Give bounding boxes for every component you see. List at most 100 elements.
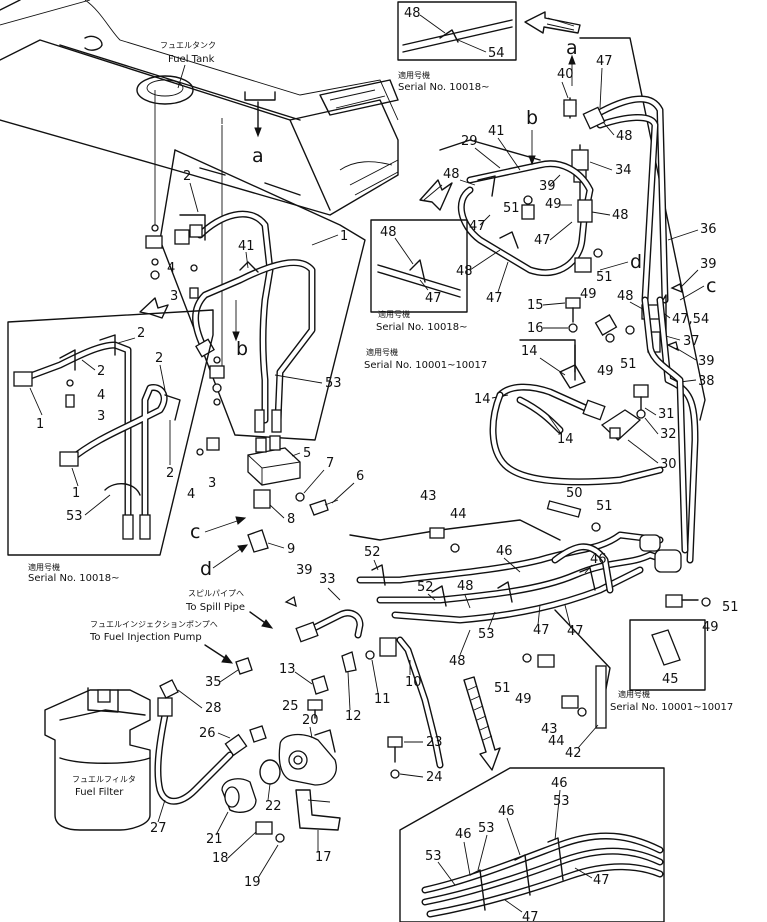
- part-28: 28: [205, 701, 222, 716]
- connection-letter-a-upper-right: a: [566, 37, 578, 59]
- filter-hoses: [154, 679, 267, 805]
- part-39: 39: [698, 354, 715, 369]
- part-41: 41: [238, 239, 255, 254]
- serial-note-top: Serial No. 10018~: [398, 82, 489, 93]
- part-4: 4: [187, 487, 195, 502]
- part-45: 45: [662, 672, 679, 687]
- part-11: 11: [374, 692, 391, 707]
- part-48: 48: [443, 167, 460, 182]
- junction-block: [247, 435, 339, 553]
- part-48: 48: [380, 225, 397, 240]
- part-12: 12: [345, 709, 362, 724]
- part-17: 17: [315, 850, 332, 865]
- part-1: 1: [340, 229, 348, 244]
- part-3: 3: [97, 409, 105, 424]
- part-37: 37: [683, 334, 700, 349]
- part-52: 52: [417, 580, 434, 595]
- part-29: 29: [461, 134, 478, 149]
- part-3: 3: [208, 476, 216, 491]
- part-50: 50: [566, 486, 583, 501]
- serial-note-lower-right: Serial No. 10001~10017: [610, 702, 733, 713]
- part-18: 18: [212, 851, 229, 866]
- part-47: 47: [534, 233, 551, 248]
- part-2: 2: [97, 364, 105, 379]
- part-49: 49: [515, 692, 532, 707]
- part-23: 23: [426, 735, 443, 750]
- part-47: 47: [469, 219, 486, 234]
- part-40: 40: [557, 67, 574, 82]
- upper-right-hoses: [439, 37, 706, 421]
- part-9: 9: [287, 542, 295, 557]
- serial-note-left: Serial No. 10018~: [28, 573, 119, 584]
- part-46: 46: [496, 544, 513, 559]
- part-44: 44: [450, 507, 467, 522]
- part-6: 6: [356, 469, 364, 484]
- part-1: 1: [36, 417, 44, 432]
- part-53: 53: [478, 627, 495, 642]
- fuel-filter-label: Fuel Filter: [75, 787, 124, 798]
- part-39: 39: [296, 563, 313, 578]
- part-51: 51: [596, 499, 613, 514]
- serial-note-middle: Serial No. 10018~: [376, 322, 467, 333]
- part-2: 2: [166, 466, 174, 481]
- part-43: 43: [541, 722, 558, 737]
- part-7: 7: [326, 456, 334, 471]
- part-5: 5: [303, 446, 311, 461]
- inset-middle: [370, 219, 468, 313]
- part-52: 52: [364, 545, 381, 560]
- injection-pump-label-jp: フュエルインジェクションポンプへ: [90, 620, 218, 629]
- part-13: 13: [279, 662, 296, 677]
- part-31: 31: [658, 407, 675, 422]
- part-33: 33: [319, 572, 336, 587]
- part-30: 30: [660, 457, 677, 472]
- serial-note-jp: 適用号機: [378, 309, 410, 319]
- part-51: 51: [503, 201, 520, 216]
- part-54: 54: [488, 46, 505, 61]
- part-10: 10: [405, 675, 422, 690]
- pipe-10: [311, 636, 444, 769]
- part-36: 36: [700, 222, 717, 237]
- part-15: 15: [527, 298, 544, 313]
- inset-lower-right: [629, 619, 706, 691]
- part-44: 44: [548, 734, 565, 749]
- part-48: 48: [404, 6, 421, 21]
- part-25: 25: [282, 699, 299, 714]
- part-16: 16: [527, 321, 544, 336]
- part-2: 2: [155, 351, 163, 366]
- part-8: 8: [287, 512, 295, 527]
- part-47: 47: [486, 291, 503, 306]
- part-47: 47: [533, 623, 550, 638]
- part-42: 42: [565, 746, 582, 761]
- part-47: 47: [522, 910, 539, 922]
- tank-fittings: [145, 224, 225, 406]
- part-51: 51: [494, 681, 511, 696]
- inset-left: [7, 309, 214, 556]
- hatched-arrow: [463, 676, 501, 771]
- spill-line: [235, 609, 364, 675]
- fuel-tank: [0, 0, 399, 216]
- part-48: 48: [616, 129, 633, 144]
- part-46: 46: [498, 804, 515, 819]
- connection-a-upper: a: [221, 91, 276, 167]
- part-51: 51: [620, 357, 637, 372]
- part-53: 53: [478, 821, 495, 836]
- connection-letter-b-upper: b: [526, 107, 538, 129]
- fuel-filter: [44, 687, 151, 831]
- part-2: 2: [137, 326, 145, 341]
- part-43: 43: [420, 489, 437, 504]
- part-14: 14: [557, 432, 574, 447]
- injection-pump-label: To Fuel Injection Pump: [89, 632, 202, 643]
- serial-note-jp: 適用号機: [28, 562, 60, 572]
- serial-note-right: Serial No. 10001~10017: [364, 360, 487, 371]
- part-4: 4: [97, 388, 105, 403]
- part-3: 3: [170, 289, 178, 304]
- part-49: 49: [580, 287, 597, 302]
- inset-bottom-right: [399, 767, 665, 922]
- part-53: 53: [325, 376, 342, 391]
- part-27: 27: [150, 821, 167, 836]
- serial-note-jp: 適用号機: [398, 70, 430, 80]
- part-46: 46: [590, 552, 607, 567]
- inset-top: [397, 1, 517, 61]
- part-51: 51: [596, 270, 613, 285]
- mid-hose-bundle: [349, 519, 682, 624]
